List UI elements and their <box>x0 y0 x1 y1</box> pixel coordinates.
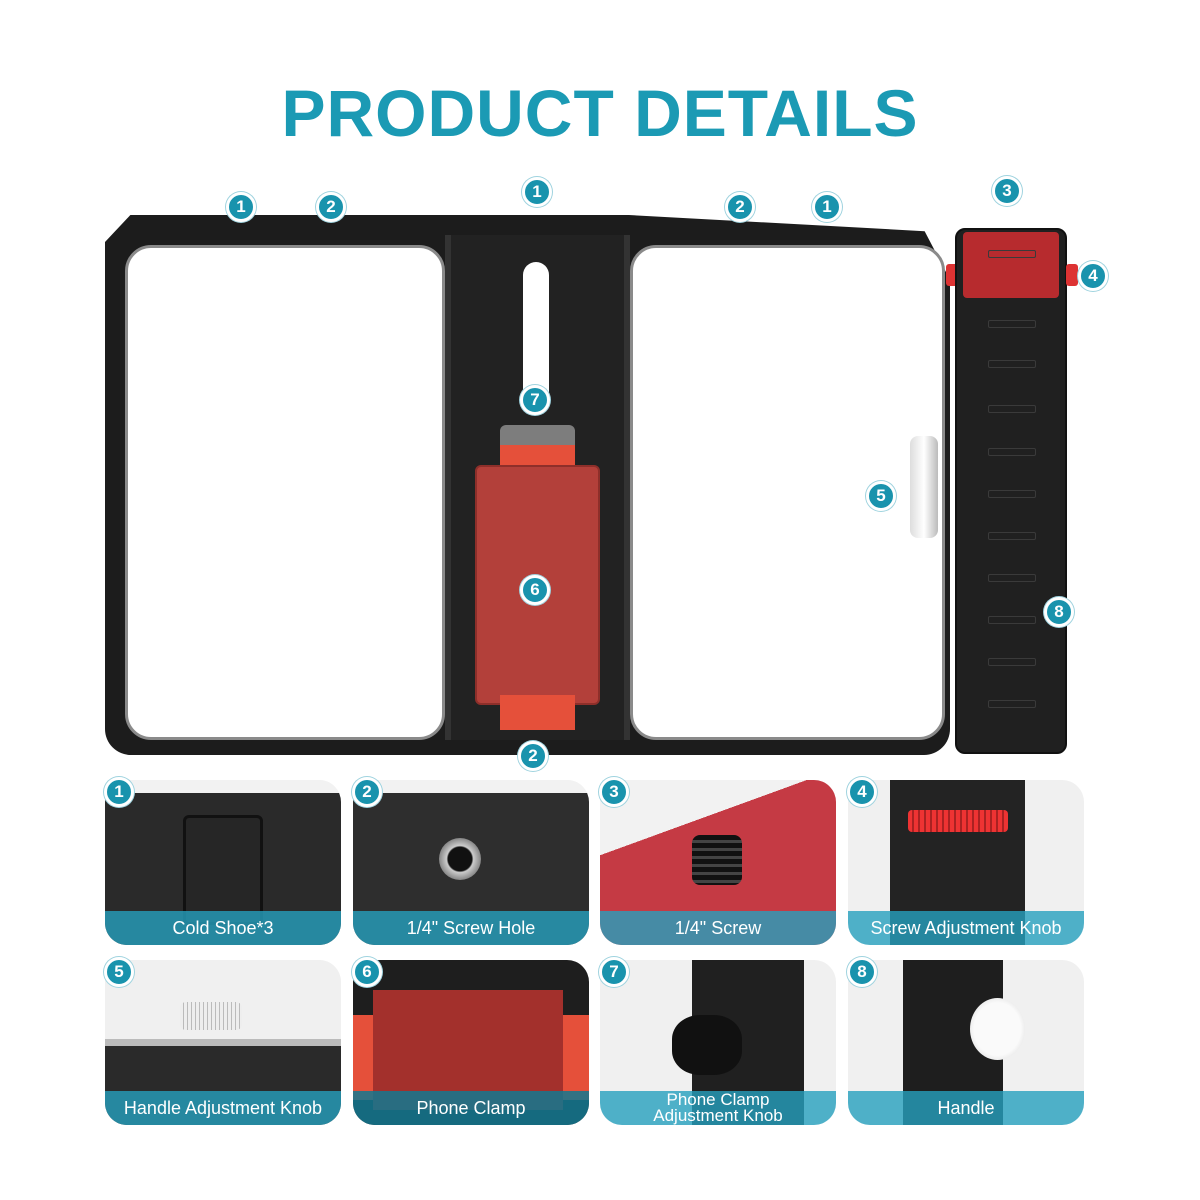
ridge <box>988 700 1036 708</box>
callout-badge: 3 <box>992 176 1022 206</box>
callout-badge: 5 <box>866 481 896 511</box>
detail-caption: Handle <box>848 1091 1084 1125</box>
callout-badge: 2 <box>316 192 346 222</box>
ridge <box>988 574 1036 582</box>
detail-caption: Phone Clamp <box>353 1091 589 1125</box>
callout-badge: 1 <box>812 192 842 222</box>
ridge <box>988 250 1036 258</box>
detail-caption: Cold Shoe*3 <box>105 911 341 945</box>
clamp-bottom <box>500 695 575 730</box>
detail-badge: 4 <box>847 777 877 807</box>
handle-top-cap <box>963 232 1059 298</box>
red-knob-right <box>1066 264 1078 286</box>
caption-line: Adjustment Knob <box>653 1106 783 1125</box>
detail-caption: Screw Adjustment Knob <box>848 911 1084 945</box>
clamp-knob-image <box>600 960 836 1125</box>
detail-caption: Handle Adjustment Knob <box>105 1091 341 1125</box>
ridge <box>988 490 1036 498</box>
detail-cold-shoe: Cold Shoe*3 <box>105 780 341 945</box>
detail-badge: 1 <box>104 777 134 807</box>
callout-badge: 7 <box>520 385 550 415</box>
callout-badge: 2 <box>518 741 548 771</box>
callout-badge: 8 <box>1044 597 1074 627</box>
detail-caption: 1/4" Screw Hole <box>353 911 589 945</box>
handle-adjustment-knob <box>910 436 938 538</box>
detail-badge: 7 <box>599 957 629 987</box>
callout-badge: 4 <box>1078 261 1108 291</box>
detail-handle-knob: Handle Adjustment Knob <box>105 960 341 1125</box>
detail-caption: 1/4" Screw <box>600 911 836 945</box>
detail-phone-clamp: Phone Clamp <box>353 960 589 1125</box>
page-title: PRODUCT DETAILS <box>281 76 919 150</box>
detail-handle: Handle <box>848 960 1084 1125</box>
detail-screw: 1/4" Screw <box>600 780 836 945</box>
ridge <box>988 320 1036 328</box>
detail-badge: 2 <box>352 777 382 807</box>
left-window <box>125 245 445 740</box>
ridge <box>988 532 1036 540</box>
callout-badge: 2 <box>725 192 755 222</box>
detail-badge: 5 <box>104 957 134 987</box>
right-window <box>630 245 945 740</box>
detail-badge: 3 <box>599 777 629 807</box>
detail-badge: 8 <box>847 957 877 987</box>
detail-screw-knob: Screw Adjustment Knob <box>848 780 1084 945</box>
callout-badge: 1 <box>522 177 552 207</box>
ridge <box>988 658 1036 666</box>
callout-badge: 6 <box>520 575 550 605</box>
ridge <box>988 616 1036 624</box>
handle <box>955 228 1067 754</box>
callout-badge: 1 <box>226 192 256 222</box>
detail-screw-hole: 1/4" Screw Hole <box>353 780 589 945</box>
detail-badge: 6 <box>352 957 382 987</box>
ridge <box>988 448 1036 456</box>
ridge <box>988 360 1036 368</box>
caption-line: Phone Clamp <box>666 1090 770 1109</box>
ridge <box>988 405 1036 413</box>
